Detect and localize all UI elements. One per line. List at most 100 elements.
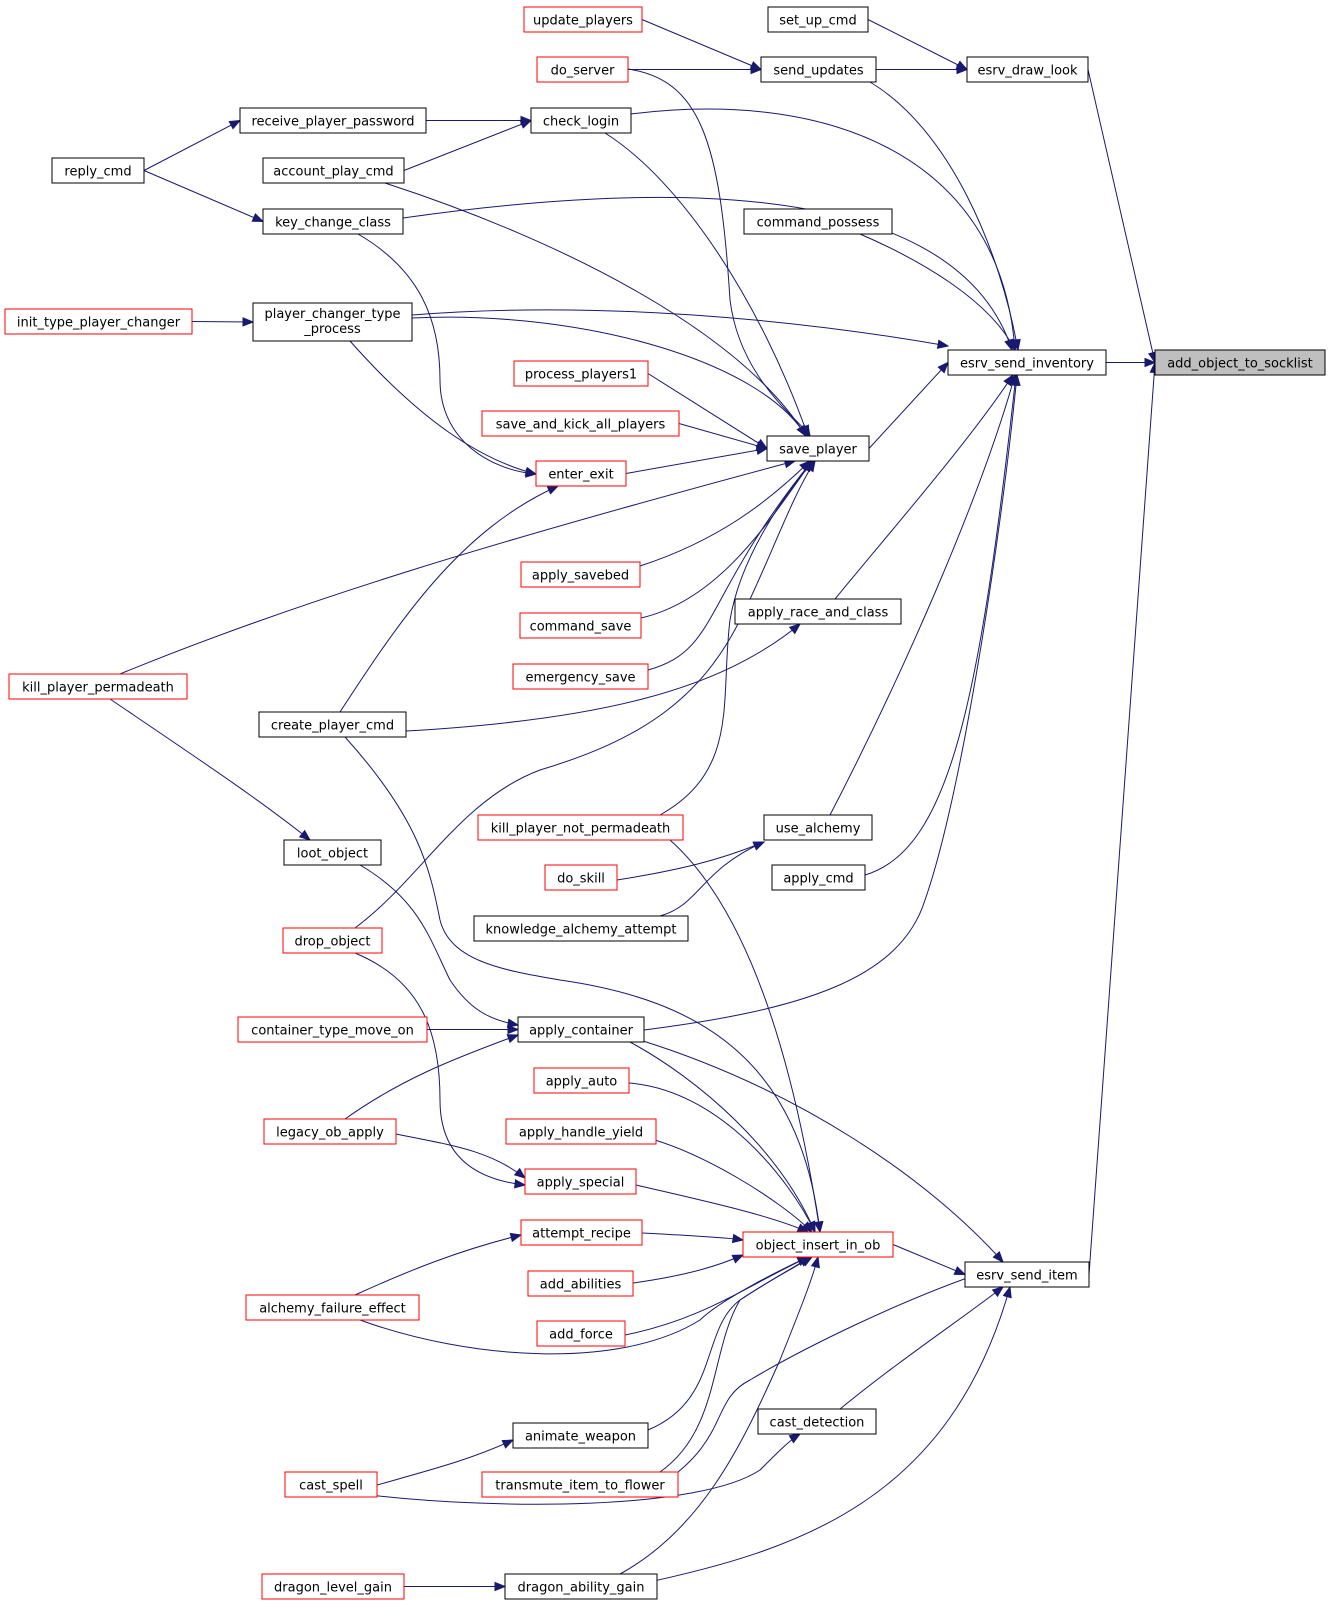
node-box[interactable] [517, 1016, 645, 1043]
node-cast-detection[interactable]: cast_detection [757, 1408, 877, 1435]
node-create-player-cmd[interactable]: create_player_cmd [258, 711, 407, 738]
node-apply-special[interactable]: apply_special [524, 1168, 637, 1195]
node-use-alchemy[interactable]: use_alchemy [763, 814, 873, 841]
node-container-type-move-on[interactable]: container_type_move_on [237, 1016, 428, 1043]
node-box[interactable] [760, 56, 877, 83]
node-box[interactable] [743, 208, 893, 235]
node-box[interactable] [523, 6, 643, 33]
node-apply-container[interactable]: apply_container [517, 1016, 645, 1043]
node-transmute-item-to-flower[interactable]: transmute_item_to_flower [481, 1471, 679, 1498]
node-command-possess[interactable]: command_possess [743, 208, 893, 235]
node-box[interactable] [8, 673, 188, 700]
node-box[interactable] [1154, 349, 1326, 376]
node-box[interactable] [734, 598, 902, 625]
node-box[interactable] [757, 1408, 877, 1435]
node-box[interactable] [261, 1573, 405, 1600]
node-box[interactable] [481, 410, 680, 437]
node-save-and-kick-all-players[interactable]: save_and_kick_all_players [481, 410, 680, 437]
node-esrv-draw-look[interactable]: esrv_draw_look [966, 56, 1089, 83]
node-dragon-ability-gain[interactable]: dragon_ability_gain [504, 1573, 658, 1600]
node-reply-cmd[interactable]: reply_cmd [51, 157, 145, 184]
node-apply-auto[interactable]: apply_auto [533, 1067, 630, 1094]
node-animate-weapon[interactable]: animate_weapon [512, 1422, 649, 1449]
node-kill-player-not-permadeath[interactable]: kill_player_not_permadeath [477, 814, 684, 841]
node-box[interactable] [505, 1118, 657, 1145]
node-knowledge-alchemy-attempt[interactable]: knowledge_alchemy_attempt [473, 915, 689, 942]
node-apply-handle-yield[interactable]: apply_handle_yield [505, 1118, 657, 1145]
node-set-up-cmd[interactable]: set_up_cmd [767, 6, 869, 33]
node-save-player[interactable]: save_player [766, 435, 870, 462]
node-attempt-recipe[interactable]: attempt_recipe [520, 1219, 643, 1246]
node-box[interactable] [520, 561, 641, 588]
node-command-save[interactable]: command_save [519, 612, 642, 639]
node-box[interactable] [512, 663, 649, 690]
node-box[interactable] [530, 107, 632, 134]
node-box[interactable] [504, 1573, 658, 1600]
node-dragon-level-gain[interactable]: dragon_level_gain [261, 1573, 405, 1600]
node-box[interactable] [520, 1219, 643, 1246]
node-send-updates[interactable]: send_updates [760, 56, 877, 83]
node-box[interactable] [4, 308, 193, 335]
node-apply-savebed[interactable]: apply_savebed [520, 561, 641, 588]
node-apply-cmd[interactable]: apply_cmd [771, 864, 866, 891]
node-box[interactable] [742, 1231, 894, 1258]
node-box[interactable] [245, 1294, 420, 1321]
node-box[interactable] [252, 302, 413, 342]
node-box[interactable] [767, 6, 869, 33]
node-alchemy-failure-effect[interactable]: alchemy_failure_effect [245, 1294, 420, 1321]
node-do-server[interactable]: do_server [536, 56, 629, 83]
node-esrv-send-item[interactable]: esrv_send_item [964, 1261, 1090, 1288]
node-box[interactable] [237, 1016, 428, 1043]
node-box[interactable] [527, 1270, 634, 1297]
node-box[interactable] [964, 1261, 1090, 1288]
node-box[interactable] [966, 56, 1089, 83]
node-emergency-save[interactable]: emergency_save [512, 663, 649, 690]
node-enter-exit[interactable]: enter_exit [535, 460, 627, 487]
node-box[interactable] [536, 56, 629, 83]
node-box[interactable] [535, 460, 627, 487]
node-kill-player-permadeath[interactable]: kill_player_permadeath [8, 673, 188, 700]
node-box[interactable] [947, 349, 1107, 376]
node-box[interactable] [533, 1067, 630, 1094]
node-receive-player-password[interactable]: receive_player_password [239, 107, 427, 134]
node-check-login[interactable]: check_login [530, 107, 632, 134]
node-init-type-player-changer[interactable]: init_type_player_changer [4, 308, 193, 335]
node-box[interactable] [262, 208, 404, 235]
node-box[interactable] [512, 1422, 649, 1449]
node-object-insert-in-ob[interactable]: object_insert_in_ob [742, 1231, 894, 1258]
node-cast-spell[interactable]: cast_spell [284, 1471, 378, 1498]
node-box[interactable] [771, 864, 866, 891]
node-esrv-send-inventory[interactable]: esrv_send_inventory [947, 349, 1107, 376]
node-update-players[interactable]: update_players [523, 6, 643, 33]
node-box[interactable] [763, 814, 873, 841]
node-add-object-to-socklist[interactable]: add_object_to_socklist [1154, 349, 1326, 376]
node-box[interactable] [544, 864, 618, 891]
node-box[interactable] [258, 711, 407, 738]
node-box[interactable] [262, 157, 405, 184]
node-do-skill[interactable]: do_skill [544, 864, 618, 891]
node-box[interactable] [477, 814, 684, 841]
node-loot-object[interactable]: loot_object [283, 839, 382, 866]
node-process-players1[interactable]: process_players1 [513, 360, 649, 387]
node-legacy-ob-apply[interactable]: legacy_ob_apply [263, 1118, 397, 1145]
node-key-change-class[interactable]: key_change_class [262, 208, 404, 235]
node-account-play-cmd[interactable]: account_play_cmd [262, 157, 405, 184]
node-box[interactable] [513, 360, 649, 387]
node-box[interactable] [263, 1118, 397, 1145]
node-box[interactable] [239, 107, 427, 134]
node-box[interactable] [519, 612, 642, 639]
node-box[interactable] [766, 435, 870, 462]
node-box[interactable] [473, 915, 689, 942]
node-box[interactable] [51, 157, 145, 184]
node-player-changer-type-process[interactable]: player_changer_type_process [252, 302, 413, 342]
node-box[interactable] [536, 1320, 626, 1347]
node-add-abilities[interactable]: add_abilities [527, 1270, 634, 1297]
node-drop-object[interactable]: drop_object [282, 927, 383, 954]
node-box[interactable] [284, 1471, 378, 1498]
node-box[interactable] [283, 839, 382, 866]
node-box[interactable] [524, 1168, 637, 1195]
node-box[interactable] [282, 927, 383, 954]
node-apply-race-and-class[interactable]: apply_race_and_class [734, 598, 902, 625]
node-box[interactable] [481, 1471, 679, 1498]
node-add-force[interactable]: add_force [536, 1320, 626, 1347]
